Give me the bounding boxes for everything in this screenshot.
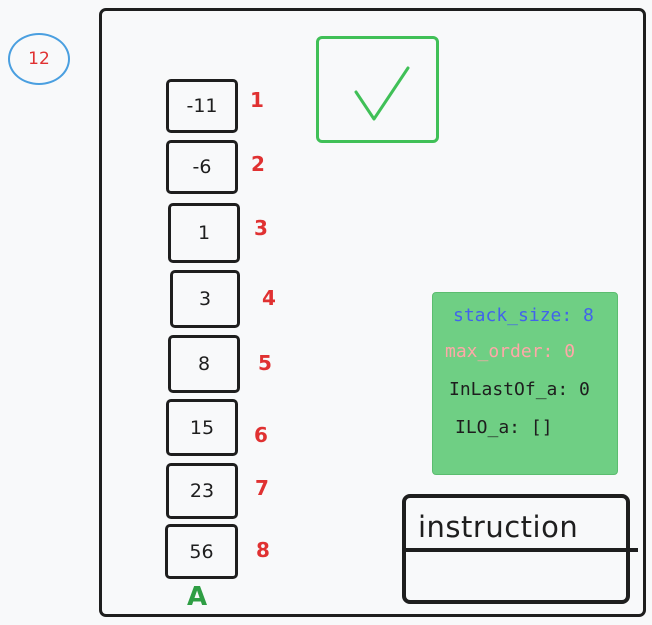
- array-cell: 3: [170, 270, 240, 328]
- cell-index: 8: [256, 538, 270, 562]
- max-order-variable: max_order: 0: [445, 341, 576, 362]
- cell-index: 1: [250, 88, 264, 112]
- stack-size-variable: stack_size: 8: [453, 305, 594, 326]
- array-name: A: [187, 582, 208, 612]
- cell-value: 15: [189, 416, 215, 439]
- state-frame: [99, 8, 646, 617]
- instruction-title: instruction: [418, 510, 579, 544]
- array-cell: 23: [166, 463, 238, 519]
- step-number: 12: [28, 49, 50, 69]
- array-cell: -11: [166, 79, 238, 133]
- cell-index: 4: [262, 286, 276, 310]
- array-cell: 8: [168, 335, 240, 393]
- cell-index: 6: [254, 423, 268, 447]
- cell-value: 1: [197, 222, 211, 244]
- instruction-box: instruction: [402, 494, 638, 604]
- cell-value: 23: [189, 480, 215, 502]
- cell-index: 5: [258, 351, 272, 375]
- cell-value: 3: [198, 288, 212, 310]
- cell-index: 2: [251, 152, 265, 176]
- cell-value: -11: [186, 95, 218, 117]
- cell-value: 8: [197, 353, 211, 375]
- checkmark-icon: [354, 66, 410, 121]
- cell-index: 7: [255, 476, 269, 500]
- array-cell: 1: [168, 203, 240, 263]
- array-cell: 56: [165, 524, 238, 579]
- ilo-a-variable: ILO_a: []: [455, 417, 553, 438]
- cell-value: 56: [189, 540, 214, 563]
- inlastof-a-variable: InLastOf_a: 0: [449, 379, 590, 400]
- array-cell: 15: [166, 399, 238, 456]
- status-box: [316, 36, 439, 143]
- cell-value: -6: [192, 156, 212, 178]
- step-badge: 12: [8, 33, 70, 85]
- array-cell: -6: [166, 140, 238, 194]
- cell-index: 3: [254, 216, 268, 240]
- variables-panel: stack_size: 8 max_order: 0 InLastOf_a: 0…: [432, 292, 618, 475]
- instruction-divider: [406, 548, 638, 552]
